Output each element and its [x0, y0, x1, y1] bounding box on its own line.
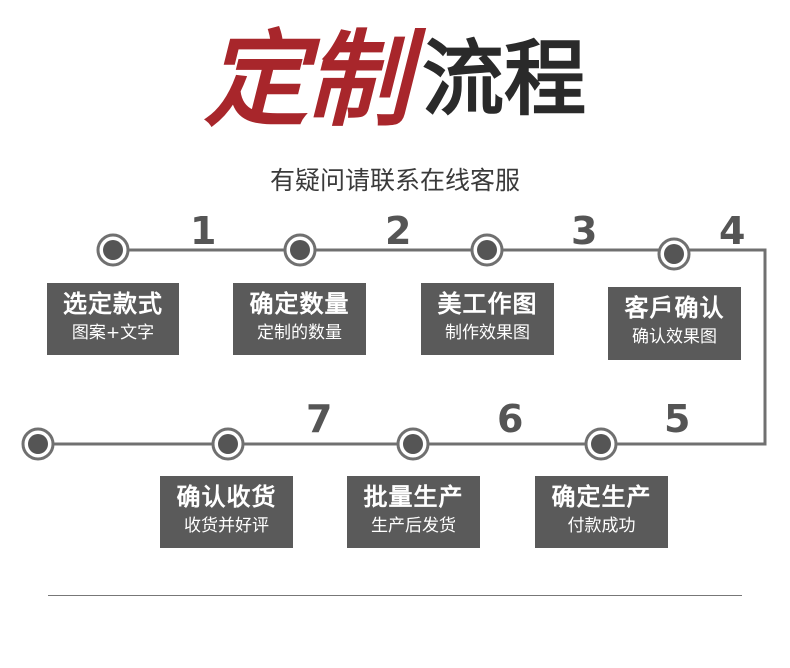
step-subtitle: 图案+文字	[71, 323, 155, 343]
step-number-1: 1	[190, 209, 217, 253]
step-card-3: 美工作图 制作效果图	[421, 283, 554, 355]
step-number-5: 5	[664, 397, 691, 441]
step-number-7: 7	[306, 397, 333, 441]
subtitle: 有疑问请联系在线客服	[269, 166, 520, 195]
title-dark-part: 流程	[422, 32, 587, 127]
step-card-5: 确定生产 付款成功	[535, 476, 668, 548]
step-card-6: 批量生产 生产后发货	[347, 476, 480, 548]
node-7	[211, 427, 245, 461]
step-title: 确定数量	[249, 290, 350, 318]
step-subtitle: 确认效果图	[632, 327, 717, 347]
node-5	[584, 427, 618, 461]
step-number-4: 4	[719, 209, 746, 253]
step-title: 客戶确认	[624, 294, 725, 322]
node-3	[470, 233, 504, 267]
step-subtitle: 生产后发货	[371, 516, 456, 536]
step-number-3: 3	[571, 209, 598, 253]
bottom-divider	[48, 595, 742, 596]
step-number-2: 2	[385, 209, 412, 253]
step-title: 确认收货	[176, 483, 277, 511]
node-6	[396, 427, 430, 461]
step-number-6: 6	[497, 397, 524, 441]
title-red-part: 定制	[203, 18, 410, 141]
step-subtitle: 付款成功	[567, 516, 636, 536]
step-subtitle: 制作效果图	[445, 323, 530, 343]
node-4	[657, 237, 691, 271]
flow-nodes	[21, 233, 691, 461]
node-2	[283, 233, 317, 267]
step-title: 确定生产	[551, 483, 652, 511]
step-title: 美工作图	[437, 290, 538, 318]
node-1	[96, 233, 130, 267]
page-title: 定制流程	[0, 18, 790, 142]
step-title: 批量生产	[363, 483, 464, 511]
step-title: 选定款式	[63, 290, 163, 318]
step-subtitle: 收货并好评	[184, 516, 269, 536]
node-end	[21, 427, 55, 461]
step-subtitle: 定制的数量	[257, 323, 342, 343]
step-card-1: 选定款式 图案+文字	[47, 283, 179, 355]
step-card-7: 确认收货 收货并好评	[160, 476, 293, 548]
step-card-4: 客戶确认 确认效果图	[608, 287, 741, 360]
step-card-2: 确定数量 定制的数量	[233, 283, 366, 355]
